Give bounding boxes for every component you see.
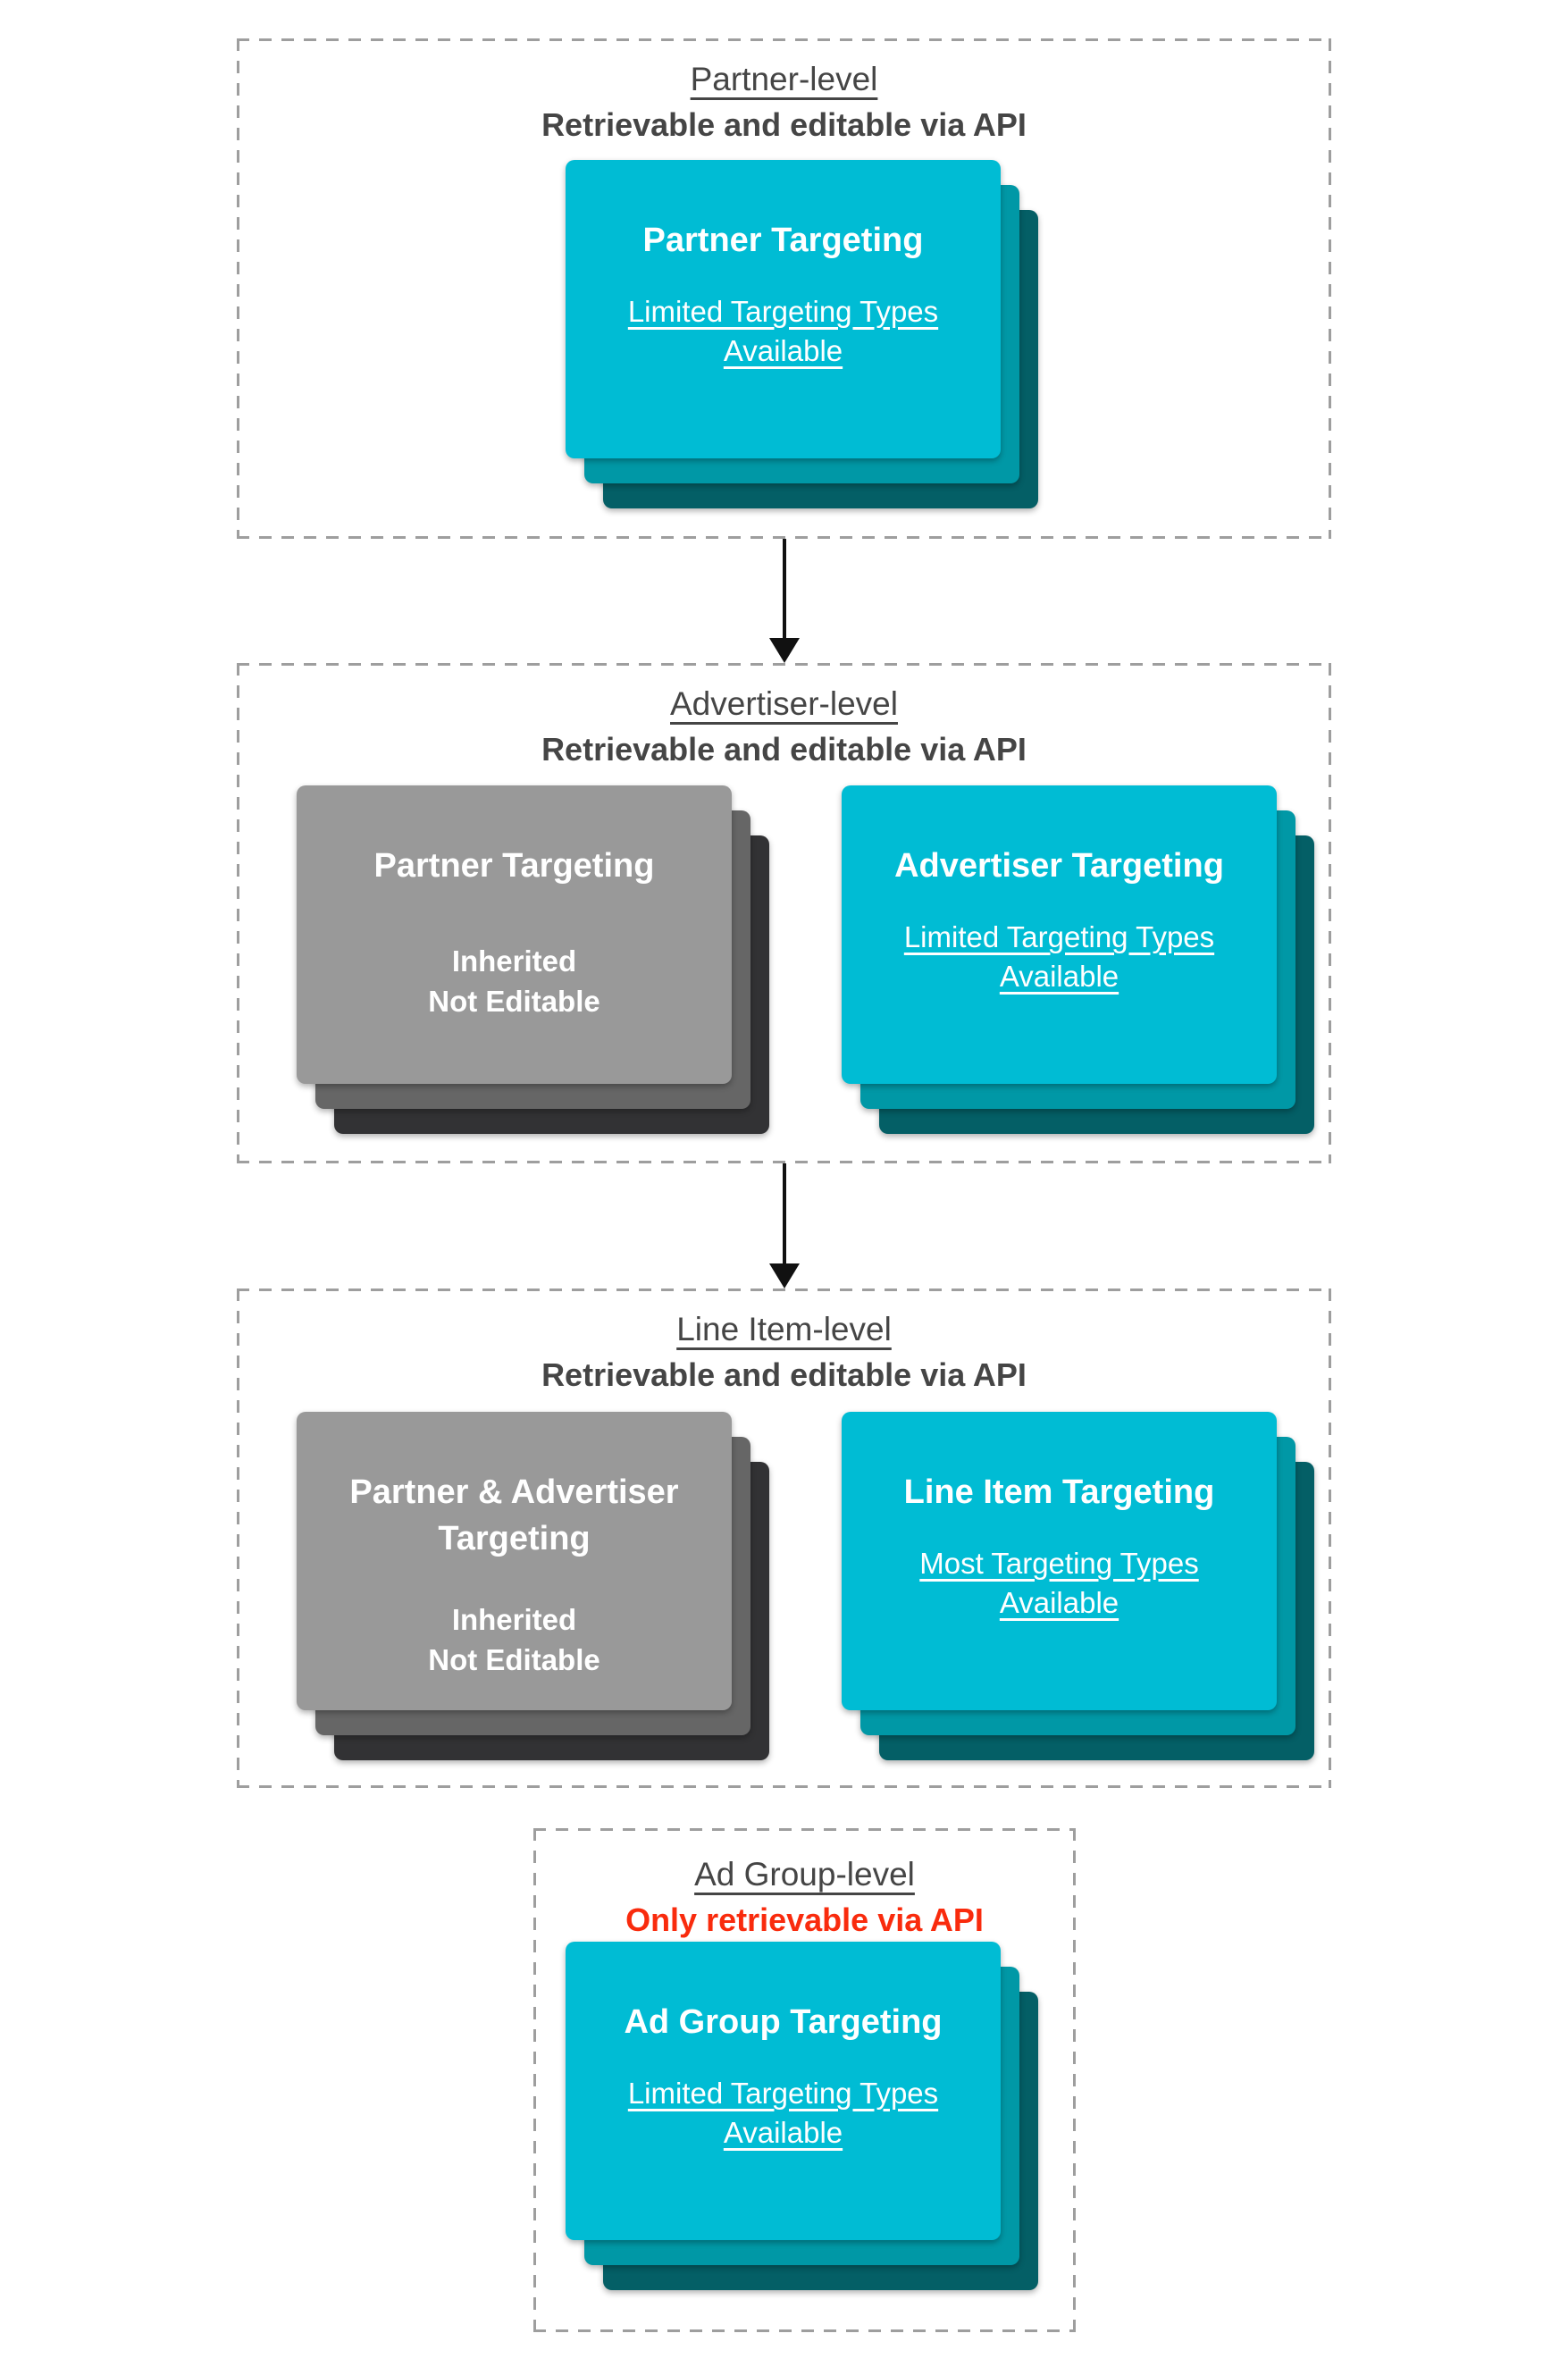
card-partner-targeting-inherited: Partner Targeting Inherited Not Editable (297, 785, 732, 1084)
card-stack-line-item-targeting: Line Item Targeting Most Targeting Types… (842, 1412, 1314, 1760)
card-advertiser-targeting: Advertiser Targeting Limited Targeting T… (842, 785, 1277, 1084)
card-subtitle: Limited Targeting Types Available (627, 2077, 939, 2149)
arrow-line (783, 539, 786, 642)
section-header: Partner-level Retrievable and editable v… (237, 38, 1331, 146)
card-line: Not Editable (428, 1643, 600, 1676)
card-lines: Inherited Not Editable (297, 1599, 732, 1680)
arrow-head (769, 1263, 800, 1288)
card-title: Advertiser Targeting (894, 847, 1224, 885)
section-header: Advertiser-level Retrievable and editabl… (237, 663, 1331, 770)
card-lines: Inherited Not Editable (297, 941, 732, 1021)
section-title: Partner-level (690, 61, 878, 97)
section-subtitle: Only retrievable via API (625, 1901, 984, 1938)
card-title: Line Item Targeting (903, 1473, 1215, 1511)
section-title: Line Item-level (676, 1311, 892, 1347)
card-subtitle: Limited Targeting Types Available (903, 920, 1215, 993)
card-stack-partner-targeting: Partner Targeting Limited Targeting Type… (566, 160, 1038, 508)
card-line: Inherited (451, 944, 577, 978)
card-line: Inherited (451, 1603, 577, 1636)
flow-arrow-down-2 (769, 1163, 800, 1288)
section-subtitle: Retrievable and editable via API (541, 731, 1027, 768)
card-title: Partner Targeting (642, 222, 924, 259)
section-line-item-level: Line Item-level Retrievable and editable… (237, 1288, 1331, 1788)
card-subtitle: Limited Targeting Types Available (627, 295, 939, 367)
card-line-item-targeting: Line Item Targeting Most Targeting Types… (842, 1412, 1277, 1710)
card-title: Partner Targeting (373, 847, 655, 885)
arrow-head (769, 638, 800, 663)
section-title: Ad Group-level (694, 1856, 915, 1893)
section-subtitle: Retrievable and editable via API (541, 106, 1027, 143)
section-header: Ad Group-level Only retrievable via API (533, 1828, 1076, 1941)
arrow-line (783, 1163, 786, 1267)
card-subtitle: Most Targeting Types Available (919, 1547, 1199, 1619)
section-ad-group-level: Ad Group-level Only retrievable via API … (533, 1828, 1076, 2332)
card-stack-advertiser-targeting: Advertiser Targeting Limited Targeting T… (842, 785, 1314, 1134)
card-stack-ad-group-targeting: Ad Group Targeting Limited Targeting Typ… (566, 1942, 1038, 2290)
card-partner-advertiser-targeting: Partner & Advertiser Targeting Inherited… (297, 1412, 732, 1710)
section-advertiser-level: Advertiser-level Retrievable and editabl… (237, 663, 1331, 1163)
card-title: Ad Group Targeting (624, 2003, 943, 2041)
card-stack-partner-targeting-inherited: Partner Targeting Inherited Not Editable (297, 785, 769, 1134)
section-title: Advertiser-level (670, 685, 898, 722)
section-header: Line Item-level Retrievable and editable… (237, 1288, 1331, 1396)
card-title: Partner & Advertiser Targeting (349, 1473, 679, 1557)
section-partner-level: Partner-level Retrievable and editable v… (237, 38, 1331, 539)
card-ad-group-targeting: Ad Group Targeting Limited Targeting Typ… (566, 1942, 1001, 2240)
card-stack-partner-advertiser-targeting: Partner & Advertiser Targeting Inherited… (297, 1412, 769, 1760)
card-partner-targeting: Partner Targeting Limited Targeting Type… (566, 160, 1001, 458)
section-subtitle: Retrievable and editable via API (541, 1356, 1027, 1393)
card-line: Not Editable (428, 985, 600, 1018)
flow-arrow-down-1 (769, 539, 800, 663)
